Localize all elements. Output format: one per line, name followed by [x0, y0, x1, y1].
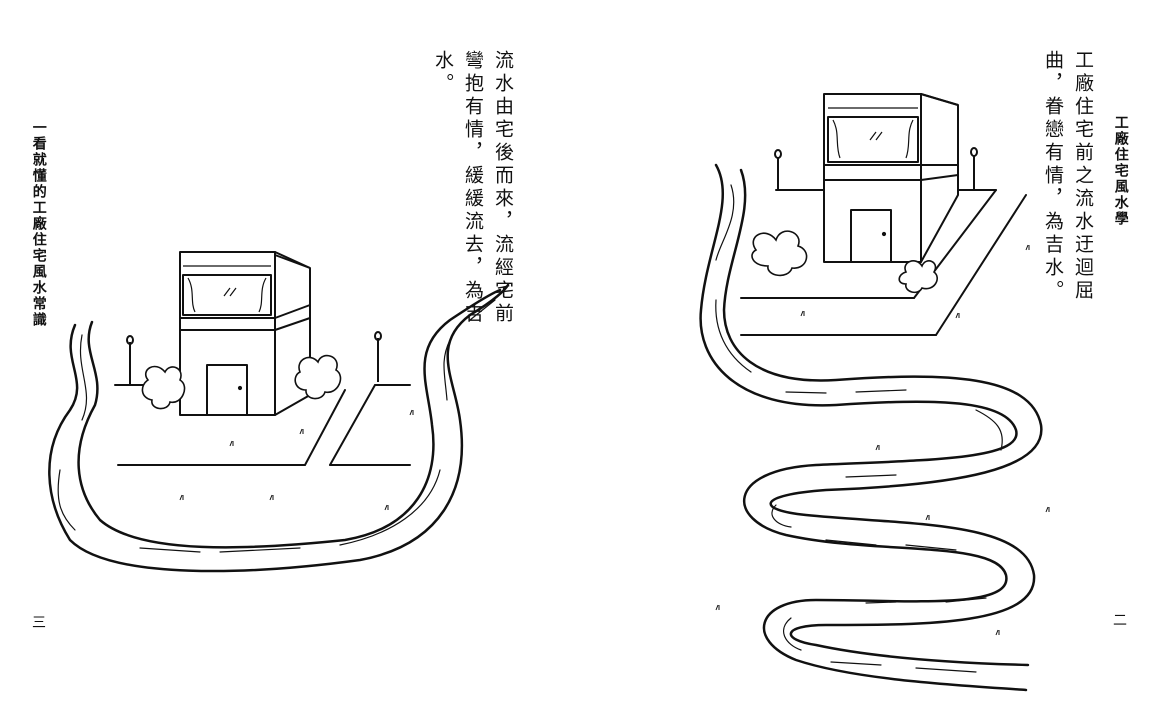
river-flow-arrow [976, 410, 1002, 450]
illustration-river-around-house [0, 0, 576, 718]
shrub [752, 231, 807, 275]
window-curtain [259, 278, 266, 312]
lamp-head [127, 336, 133, 344]
river-flow-arrow [220, 548, 300, 552]
right-running-header: 工廠住宅風水學 [1112, 115, 1129, 227]
road-edge [330, 385, 410, 465]
illustration-winding-river [576, 0, 1151, 718]
river-flow-arrow [140, 548, 200, 552]
house-window [828, 117, 918, 162]
river-flow-arrow [470, 300, 495, 320]
house-floor-band [824, 175, 958, 180]
window-curtain [188, 278, 195, 312]
road-edge [936, 195, 1026, 335]
river-flow-arrow [846, 475, 896, 477]
river-flow-arrow [340, 470, 440, 545]
river-outer-bank [701, 165, 1026, 690]
house-window [183, 275, 271, 315]
right-page-number: 二 [1113, 613, 1127, 629]
window-curtain [906, 120, 913, 158]
river-flow-arrow [80, 335, 86, 420]
river-flow-arrow [906, 545, 956, 550]
river-flow-arrow [444, 340, 450, 400]
right-page: 工廠住宅風水學 工廠住宅前之流水迂迴屈 曲，眷戀有情，為吉水。 二 [576, 0, 1151, 718]
river-flow-arrow [716, 185, 734, 260]
river-flow-arrow [784, 618, 801, 650]
right-caption: 工廠住宅前之流水迂迴屈 曲，眷戀有情，為吉水。 [1042, 50, 1094, 303]
lamp-head [775, 150, 781, 158]
lamp-head [375, 332, 381, 340]
house-side-wall [275, 255, 310, 415]
left-page: 一看就懂的工廠住宅風水常識 流水由宅後而來，流經宅前 彎抱有情，緩緩流去，為吉 … [0, 0, 576, 718]
lamp-head [971, 148, 977, 156]
left-caption: 流水由宅後而來，流經宅前 彎抱有情，緩緩流去，為吉 水。 [432, 50, 514, 326]
river-flow-arrow [856, 390, 906, 392]
river-flow-arrow [866, 602, 896, 603]
river-flow-arrow [916, 668, 976, 672]
river-flow-arrow [946, 598, 986, 602]
window-curtain [833, 120, 840, 158]
house-door [851, 210, 891, 262]
river-flow-arrow [831, 662, 881, 665]
river-flow-arrow [786, 392, 826, 393]
shrub [142, 367, 184, 409]
river-inner-bank [724, 170, 1041, 665]
river-flow-arrow [772, 505, 791, 527]
left-running-header: 一看就懂的工廠住宅風水常識 [30, 120, 47, 328]
river-outer-bank [49, 285, 508, 571]
river-flow-arrow [58, 470, 75, 530]
house-floor-band [180, 305, 310, 318]
river-flow-arrow [716, 300, 751, 372]
left-page-number: 三 [32, 615, 46, 631]
house-roof-band [824, 94, 958, 105]
house-roof-band [180, 252, 310, 268]
house-floor-band [180, 318, 310, 330]
house-door [207, 365, 247, 415]
river-inner-bank [79, 290, 500, 547]
ground-front-edge [118, 390, 345, 465]
shrub [295, 356, 340, 399]
shrub [899, 261, 937, 292]
river-flow-arrow [826, 540, 876, 545]
